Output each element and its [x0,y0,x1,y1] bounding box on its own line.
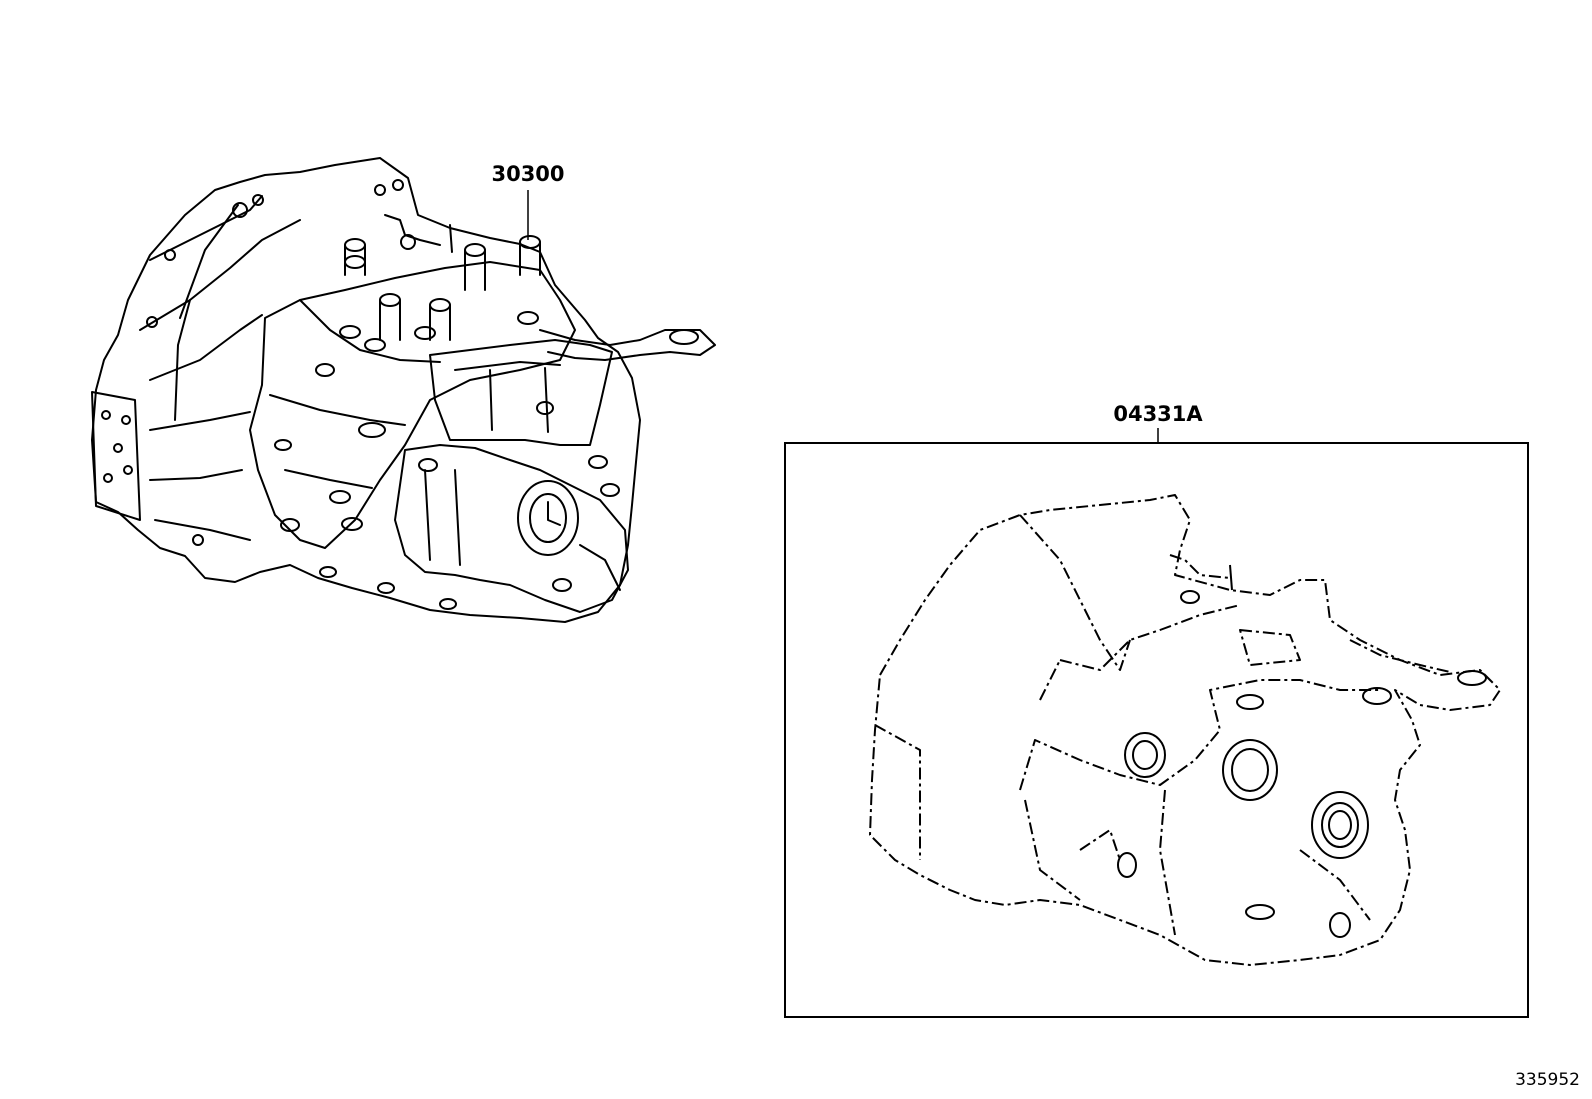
part-number-30300[interactable]: 30300 [491,162,564,186]
shift-arm [539,329,716,361]
illustration-id: 335952 [1515,1070,1580,1090]
differential-housing [394,444,629,613]
part-number-04331A[interactable]: 04331A [1113,402,1203,426]
axle-seal-inner [529,493,567,543]
kit-frame [784,442,1529,1018]
o-ring-top-2 [1236,694,1264,710]
axle-seal-outer [517,480,579,556]
oil-seal-left [1124,732,1166,778]
transaxle-gasket-kit-drawing[interactable] [869,494,1501,966]
o-ring-lower-2 [1245,904,1275,920]
o-ring-lower-1 [1117,852,1137,878]
transaxle-assembly-drawing[interactable] [91,157,716,623]
oil-seal-center [1222,739,1278,801]
kit-seals [1117,564,1487,938]
mount-flange [91,391,141,521]
bell-housing-outline [91,157,641,623]
o-ring-top-3 [1362,687,1392,705]
gear-case [249,261,576,549]
axle-oil-seal [1311,791,1369,859]
o-ring-lower-3 [1329,912,1351,938]
o-ring-top-1 [1180,590,1200,604]
kit-housing-outline [869,494,1501,966]
